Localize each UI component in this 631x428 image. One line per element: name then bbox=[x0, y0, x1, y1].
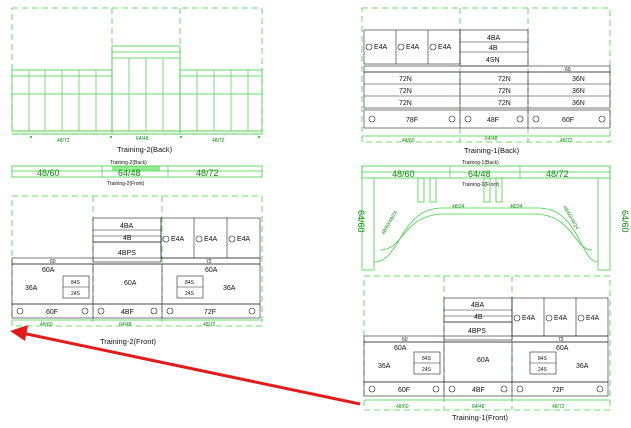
counter-label: 60A bbox=[394, 345, 407, 352]
counter-label: 72N bbox=[498, 88, 511, 95]
counter-label: 60A bbox=[556, 345, 569, 352]
cabinet-label: E4A bbox=[438, 44, 452, 51]
dim-label: 48/72 bbox=[560, 138, 573, 144]
curve-label: 48/24 bbox=[510, 204, 523, 210]
curve-label: 48/60/48/24 bbox=[381, 210, 400, 236]
counter-label: 72N bbox=[399, 100, 412, 107]
elevation-training-2-front: 4BA 4B 4BPS E4A E4A E4A 60 72 60A 60A 36… bbox=[11, 195, 263, 346]
plan-caption: Training-2(Back) bbox=[110, 160, 147, 166]
dim-label: 48/60 bbox=[37, 168, 60, 178]
drawer-label: 24S bbox=[422, 367, 432, 373]
view-title: Training-1(Front) bbox=[452, 413, 508, 422]
cabinet-label: 4B bbox=[474, 314, 483, 321]
cabinet-label: 4BPS bbox=[468, 328, 486, 335]
plan-training-1: Training-1(Back) 48/60 64/48 48/72 Train… bbox=[356, 160, 630, 271]
cabinet-label: 4B bbox=[123, 235, 132, 242]
counter-label: 60A bbox=[477, 357, 490, 364]
dim-label: 48/60 bbox=[396, 404, 409, 410]
dim-label: 64/48 bbox=[119, 322, 132, 328]
dim-label: 48/72 bbox=[552, 404, 565, 410]
counter-label: 60 bbox=[402, 337, 408, 343]
base-label: 60F bbox=[562, 117, 574, 124]
counter-label: 60A bbox=[205, 267, 218, 274]
view-title: Training-2(Front) bbox=[100, 337, 156, 346]
base-label: 60F bbox=[398, 387, 410, 394]
elevation-training-2-back: 48/72 64/48 48/72 Training-2(Back) bbox=[11, 7, 263, 154]
counter-label: 36N bbox=[572, 100, 585, 107]
cabinet-label: E4A bbox=[171, 236, 185, 243]
view-title: Training-1(Back) bbox=[464, 146, 520, 155]
side-dim: 64/60 bbox=[620, 210, 630, 233]
cabinet-label: E4A bbox=[374, 44, 388, 51]
counter-dividers bbox=[28, 58, 249, 131]
counter-label: 60 bbox=[50, 259, 56, 265]
counter-label: 72N bbox=[498, 76, 511, 83]
base-label: 72F bbox=[204, 309, 216, 316]
dim-label: 48/72 bbox=[57, 138, 70, 144]
dim-label: 48/72 bbox=[203, 322, 216, 328]
plan-training-2: Training-2(Back) 48/60 64/48 48/72 Train… bbox=[11, 160, 263, 187]
drawer-label: 24S bbox=[185, 291, 195, 297]
cabinet-label: 4BA bbox=[487, 35, 501, 42]
cabinet-label: E4A bbox=[237, 236, 251, 243]
drawer-label: 84S bbox=[422, 356, 432, 362]
counter-label: 60A bbox=[124, 280, 137, 287]
cabinet-label: E4A bbox=[406, 44, 420, 51]
counter-label: 72 bbox=[206, 259, 212, 265]
cabinet-label: E4A bbox=[522, 315, 536, 322]
base-label: 4BF bbox=[472, 387, 485, 394]
cabinet-label: E4A bbox=[204, 236, 218, 243]
dim-label: 48/72 bbox=[212, 138, 225, 144]
cabinet-label: 4BA bbox=[471, 302, 485, 309]
dim-label: 64/48 bbox=[472, 404, 485, 410]
drawer-label: 24S bbox=[538, 367, 548, 373]
dim-label: 64/48 bbox=[485, 136, 498, 142]
cabinet-label: E4A bbox=[586, 315, 600, 322]
cabinet-label: 4BPS bbox=[118, 250, 136, 257]
dim-label: 48/60 bbox=[402, 138, 415, 144]
base-label: 48F bbox=[487, 117, 499, 124]
plan-caption: Training-1(Front) bbox=[462, 182, 500, 188]
dim-label: 64/48 bbox=[118, 168, 141, 178]
base-label: 72F bbox=[552, 387, 564, 394]
counter-label: 60 bbox=[565, 67, 571, 73]
counter-label: 72 bbox=[558, 337, 564, 343]
dim-label: 64/48 bbox=[468, 169, 491, 179]
dim-label: 48/72 bbox=[196, 168, 219, 178]
counter-label: 36A bbox=[576, 363, 589, 370]
elevation-training-1-front: 4BA 4B 4BPS E4A E4A E4A 60 72 60A 60A 36… bbox=[363, 275, 611, 422]
counter-label: 72N bbox=[399, 76, 412, 83]
cabinet-label: 4SN bbox=[486, 57, 500, 64]
cabinet-label: 4B bbox=[489, 45, 498, 52]
counter-label: 72N bbox=[498, 100, 511, 107]
annotation-arrow bbox=[10, 325, 361, 406]
counter-label: 36A bbox=[223, 285, 236, 292]
plan-caption: Training-2(Front) bbox=[107, 181, 145, 187]
drawer-label: 84S bbox=[71, 280, 81, 286]
counter-label: 36A bbox=[25, 285, 38, 292]
cabinet-label: 4BA bbox=[120, 223, 134, 230]
dim-label: 48/60 bbox=[40, 322, 53, 328]
counter-label: 36N bbox=[572, 76, 585, 83]
drawer-label: 84S bbox=[538, 356, 548, 362]
counter-label: 60A bbox=[42, 267, 55, 274]
dim-label: 64/48 bbox=[136, 136, 149, 142]
curve-label: 48/24 bbox=[452, 204, 465, 210]
base-label: 60F bbox=[46, 309, 58, 316]
cabinet-label: E4A bbox=[554, 315, 568, 322]
base-label: 4BF bbox=[121, 309, 134, 316]
dim-label: 48/60 bbox=[392, 169, 415, 179]
counter-label: 72N bbox=[399, 88, 412, 95]
counter-label: 36A bbox=[378, 363, 391, 370]
elevation-training-1-back: E4A E4A E4A 4BA 4B 4SN 60 72N 72N 72N 72… bbox=[361, 7, 611, 155]
base-label: 78F bbox=[406, 117, 418, 124]
plan-caption: Training-1(Back) bbox=[462, 160, 499, 166]
drawer-label: 24S bbox=[71, 291, 81, 297]
dim-label: 48/72 bbox=[546, 169, 569, 179]
view-title: Training-2(Back) bbox=[117, 145, 173, 154]
side-dim: 64/60 bbox=[356, 210, 366, 233]
drawer-label: 84S bbox=[185, 280, 195, 286]
counter-label: 36N bbox=[572, 88, 585, 95]
